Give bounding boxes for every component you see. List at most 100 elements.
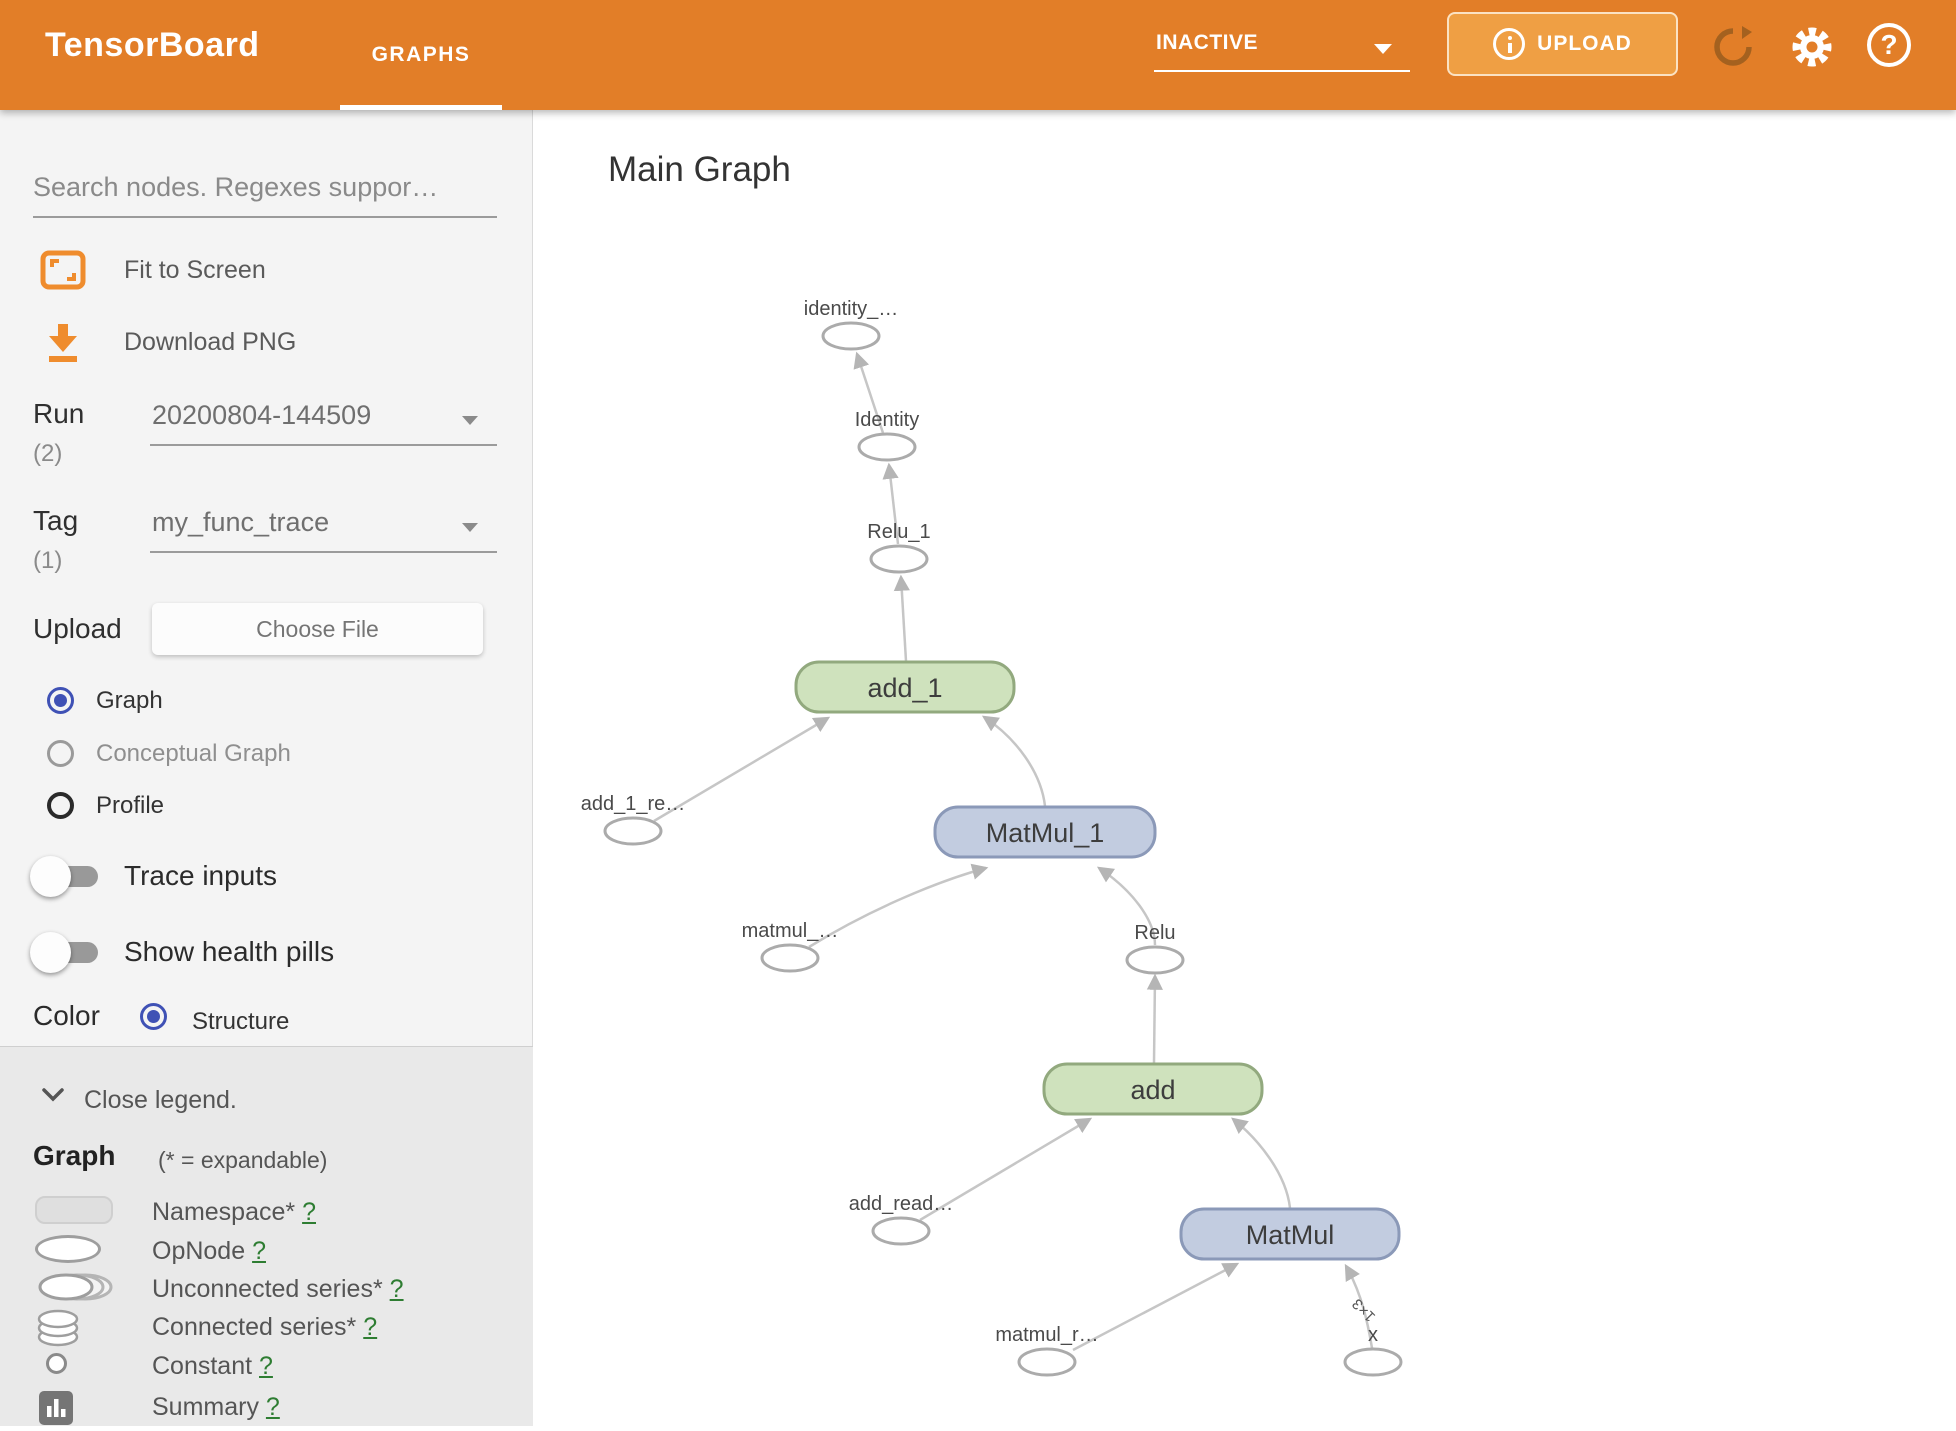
legend-expandable-note: (* = expandable) [158, 1147, 328, 1173]
edge-add1-to-relu1 [893, 574, 910, 662]
edge-relu1-to-identity [882, 462, 900, 545]
close-legend-button[interactable]: Close legend. [38, 1085, 237, 1117]
environment-dropdown[interactable]: INACTIVE [1154, 26, 1410, 72]
opnode-help-link[interactable]: ? [252, 1237, 266, 1265]
choose-file-button[interactable]: Choose File [152, 603, 483, 655]
legend-opnode-label: OpNode [152, 1237, 246, 1265]
run-label: Run [33, 398, 85, 429]
svg-text:matmul_r…: matmul_r… [995, 1324, 1098, 1346]
help-icon-glyph: ? [1880, 29, 1898, 60]
fit-to-screen-button[interactable]: Fit to Screen [0, 250, 533, 296]
graph-legend: Close legend. Graph (* = expandable) Nam… [0, 1046, 533, 1426]
constant-help-link[interactable]: ? [259, 1352, 273, 1380]
graph-node-add[interactable]: add [1042, 1062, 1264, 1116]
download-png-label: Download PNG [124, 328, 297, 356]
legend-heading: Graph [33, 1140, 116, 1171]
graph-node-relu-1[interactable]: Relu_1 [867, 521, 931, 574]
opnode-ellipse [871, 1216, 931, 1246]
environment-dropdown-value: INACTIVE [1156, 31, 1259, 54]
settings-gear-icon[interactable] [1788, 23, 1836, 71]
graph-node-identity[interactable]: Identity [855, 409, 919, 462]
tab-graphs[interactable]: GRAPHS [340, 0, 502, 110]
edge-matmul1-to-add1 [981, 715, 1047, 807]
opnode-ellipse [603, 816, 663, 846]
edge-matmul-to-add [1231, 1117, 1292, 1209]
fit-to-screen-icon [40, 250, 86, 297]
upload-file-label: Upload [33, 613, 122, 644]
graph-edges: 1×3 [653, 351, 1379, 1352]
show-health-pills-toggle-thumb [30, 932, 71, 973]
radio-graph[interactable]: Graph [0, 685, 533, 717]
radio-graph-control [47, 687, 74, 714]
unconnected-series-icon [33, 1271, 119, 1308]
svg-text:x: x [1368, 1324, 1378, 1346]
graph-node-matmul-r[interactable]: matmul_r… [995, 1324, 1099, 1377]
legend-item-connected-series: Connected series* ? [0, 1309, 533, 1347]
run-dropdown-underline [150, 444, 497, 446]
namespace-help-link[interactable]: ? [302, 1198, 316, 1226]
unconnected-series-help-link[interactable]: ? [389, 1275, 404, 1303]
constant-icon [46, 1353, 67, 1374]
svg-text:add_read…: add_read… [849, 1193, 954, 1215]
chevron-down-icon [42, 1088, 64, 1102]
color-structure-label: Structure [192, 1008, 290, 1035]
graph-node-matmul-1[interactable]: MatMul_1 [933, 805, 1157, 859]
show-health-pills-toggle[interactable] [30, 930, 100, 974]
tensorboard-logo: TensorBoard [45, 26, 260, 64]
graph-node-identity-out[interactable]: identity_… [804, 298, 899, 351]
tag-dropdown-underline [150, 551, 497, 553]
graph-node-relu[interactable]: Relu [1125, 922, 1185, 975]
radio-conceptual-graph-control [47, 740, 74, 767]
legend-namespace-label: Namespace* [152, 1198, 296, 1226]
refresh-icon[interactable] [1709, 23, 1757, 71]
edge-matmulr-to-matmul [1072, 1262, 1240, 1352]
graph-node-matmul[interactable]: MatMul [1179, 1207, 1401, 1261]
opnode-ellipse [1017, 1347, 1077, 1377]
run-dropdown-caret-icon[interactable] [462, 416, 478, 425]
tab-graphs-label: GRAPHS [371, 43, 471, 66]
opnode-ellipse [857, 432, 917, 462]
svg-text:identity_…: identity_… [804, 298, 899, 320]
graph-node-x[interactable]: x [1343, 1324, 1403, 1377]
connected-series-help-link[interactable]: ? [363, 1313, 378, 1341]
summary-help-link[interactable]: ? [265, 1393, 280, 1421]
edge-x-to-matmul [1344, 1263, 1374, 1349]
tag-count: (1) [33, 547, 63, 574]
main-graph-title: Main Graph [608, 150, 791, 189]
show-health-pills-label: Show health pills [124, 936, 335, 967]
radio-color-structure[interactable] [140, 1003, 167, 1030]
search-nodes-input[interactable] [33, 158, 497, 218]
edge-addread-to-add [919, 1117, 1093, 1222]
legend-item-opnode: OpNode ? [0, 1235, 533, 1271]
trace-inputs-toggle[interactable] [30, 854, 100, 898]
namespace-icon [35, 1196, 113, 1224]
edge-add1read-to-add1 [653, 716, 831, 823]
help-icon[interactable]: ? [1867, 23, 1911, 67]
connected-series-icon [36, 1308, 82, 1353]
info-icon [1493, 28, 1526, 60]
tag-dropdown-caret-icon[interactable] [462, 523, 478, 532]
opnode-ellipse [869, 544, 929, 574]
graph-node-add-1-read[interactable]: add_1_re… [581, 793, 686, 846]
run-dropdown[interactable]: 20200804-144509 [152, 400, 372, 430]
svg-text:matmul_…: matmul_… [742, 920, 839, 942]
graph-controls-sidebar: Fit to Screen Download PNG Run (2) 20200… [0, 110, 533, 1426]
svg-text:add_1_re…: add_1_re… [581, 793, 686, 815]
svg-text:add: add [1130, 1075, 1175, 1105]
svg-text:Relu: Relu [1134, 922, 1175, 944]
radio-profile[interactable]: Profile [0, 790, 533, 822]
legend-connected-series-label: Connected series* [152, 1313, 357, 1341]
svg-text:MatMul_1: MatMul_1 [986, 818, 1105, 848]
legend-unconnected-series-label: Unconnected series* [152, 1275, 383, 1303]
tag-dropdown[interactable]: my_func_trace [152, 507, 330, 537]
dataflow-graph-svg[interactable]: 1×3 identity_… Identity Relu_1 add_1_re…… [534, 110, 1956, 1426]
download-png-button[interactable]: Download PNG [0, 322, 533, 368]
graph-node-matmul-read[interactable]: matmul_… [742, 920, 839, 973]
graph-node-add-read[interactable]: add_read… [849, 1193, 954, 1246]
run-count: (2) [33, 440, 63, 467]
upload-button[interactable]: UPLOAD [1447, 12, 1678, 76]
graph-node-add-1[interactable]: add_1 [794, 660, 1016, 714]
edge-identity-to-identity-out [853, 351, 885, 434]
app-header: TensorBoard GRAPHS INACTIVE UPLOAD ? [0, 0, 1956, 110]
radio-conceptual-graph[interactable]: Conceptual Graph [0, 738, 533, 770]
